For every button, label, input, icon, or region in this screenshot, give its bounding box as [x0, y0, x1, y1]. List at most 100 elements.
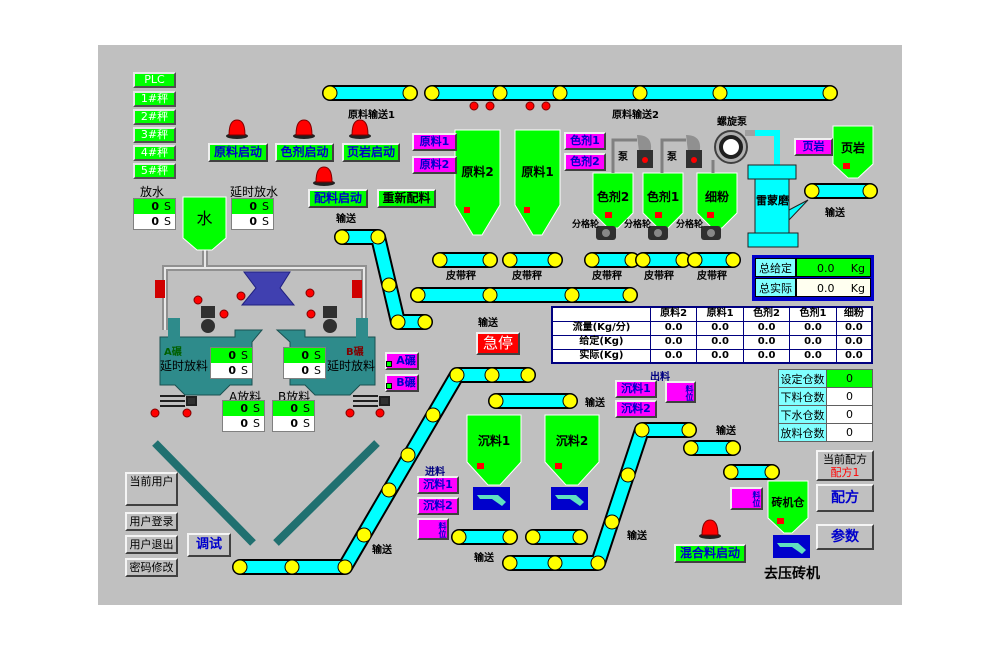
a-delay-label: 延时放料 — [160, 359, 209, 373]
roller — [552, 85, 568, 101]
chute-right — [273, 440, 380, 546]
brick-level-indicator[interactable]: 料位 — [730, 487, 763, 510]
valve-icon — [352, 280, 362, 298]
roller — [681, 422, 697, 438]
emergency-stop-button[interactable]: 急停 — [476, 332, 520, 355]
roller — [712, 85, 728, 101]
colorant-start-button[interactable]: 色剂启动 — [275, 143, 334, 162]
raw2-select[interactable]: 原料2 — [412, 156, 457, 174]
belt-scale-label: 皮带秤 — [644, 271, 674, 282]
chute-left — [152, 440, 256, 546]
raw-start-button[interactable]: 原料启动 — [208, 143, 268, 162]
roller — [634, 422, 650, 438]
change-password-button[interactable]: 密码修改 — [125, 558, 178, 577]
out-level-indicator[interactable]: 料位 — [665, 381, 696, 403]
colorant1-select[interactable]: 色剂1 — [564, 132, 606, 150]
roller — [584, 252, 600, 268]
roller — [482, 252, 498, 268]
to-press-label: 去压砖机 — [764, 566, 820, 582]
in-sink1-select[interactable]: 沉料1 — [417, 476, 459, 494]
scale-1-status: 1#秤 — [133, 91, 176, 107]
in-label: 进料 — [425, 467, 445, 478]
roller — [590, 555, 606, 571]
recipe-button[interactable]: 配方 — [816, 484, 874, 512]
roller — [764, 464, 780, 480]
roller — [410, 287, 426, 303]
roller — [525, 529, 541, 545]
mix-start-button[interactable]: 混合料启动 — [674, 544, 746, 563]
roller — [547, 252, 563, 268]
roller — [622, 287, 638, 303]
rebatch-button[interactable]: 重新配料 — [377, 189, 436, 208]
in-sink2-select[interactable]: 沉料2 — [417, 497, 459, 515]
alarm-lamp-icon — [226, 119, 248, 139]
roller — [520, 367, 536, 383]
out-label: 出料 — [650, 372, 670, 383]
out-sink2-select[interactable]: 沉料2 — [615, 400, 657, 418]
conveyor-belt — [488, 393, 578, 409]
convey-label: 输送 — [478, 318, 498, 329]
roller — [402, 85, 418, 101]
conveyor2-label: 原料输送2 — [612, 110, 659, 121]
valve-icon — [155, 280, 165, 298]
logout-button[interactable]: 用户退出 — [125, 535, 178, 554]
roller — [356, 527, 372, 543]
conveyor-belt — [584, 252, 640, 268]
scale-2-status: 2#秤 — [133, 109, 176, 125]
hopper-sink1 — [466, 414, 522, 486]
pump-icon — [611, 135, 653, 173]
roller — [425, 407, 441, 423]
params-button[interactable]: 参数 — [816, 524, 874, 550]
convey-label: 输送 — [825, 208, 845, 219]
current-recipe-button[interactable]: 当前配方配方1 — [816, 450, 874, 481]
roller — [502, 555, 518, 571]
login-button[interactable]: 用户登录 — [125, 512, 178, 531]
current-user-button[interactable]: 当前用户 — [125, 472, 178, 506]
conveyor-belt — [432, 252, 498, 268]
conveyor1-label: 原料输送1 — [348, 110, 395, 121]
convey-label: 输送 — [716, 426, 736, 437]
a-mill-select[interactable]: A碾 — [385, 352, 419, 370]
conveyor-belt — [232, 367, 536, 575]
press-icon — [551, 487, 588, 510]
raymond-mill-label: 雷蒙磨 — [756, 194, 789, 207]
a-mill-label: A碾 — [164, 347, 182, 358]
roller — [804, 183, 820, 199]
roller — [572, 529, 588, 545]
rotary-label: 分格轮 — [572, 220, 600, 230]
screw-pump-label: 螺旋泵 — [717, 117, 747, 128]
batch-start-button[interactable]: 配料启动 — [308, 189, 368, 208]
convey-label: 输送 — [372, 545, 392, 556]
in-level-indicator[interactable]: 料位 — [417, 518, 449, 540]
sink2-hopper-label: 沉料2 — [555, 434, 589, 448]
rotary-label: 分格轮 — [676, 220, 704, 230]
roller — [381, 482, 397, 498]
indicator-light — [150, 101, 551, 418]
debug-button[interactable]: 调试 — [187, 533, 231, 557]
shale-start-button[interactable]: 页岩启动 — [342, 143, 400, 162]
water-label: 放水 — [140, 185, 165, 199]
conveyor-belt — [635, 252, 691, 268]
roller — [822, 85, 838, 101]
hopper-raw2 — [454, 129, 501, 236]
raw1-select[interactable]: 原料1 — [412, 133, 457, 151]
colorant2-hopper-label: 色剂2 — [596, 190, 630, 204]
mill-feed-pipe — [755, 130, 780, 166]
feeder-icon — [353, 395, 390, 407]
shale-select[interactable]: 页岩 — [794, 138, 833, 156]
conveyor-belt — [451, 529, 518, 545]
out-sink1-select[interactable]: 沉料1 — [615, 380, 657, 398]
belt-scale-label: 皮带秤 — [697, 271, 727, 282]
hopper-sink2 — [544, 414, 600, 486]
colorant2-select[interactable]: 色剂2 — [564, 153, 606, 171]
roller — [620, 467, 636, 483]
